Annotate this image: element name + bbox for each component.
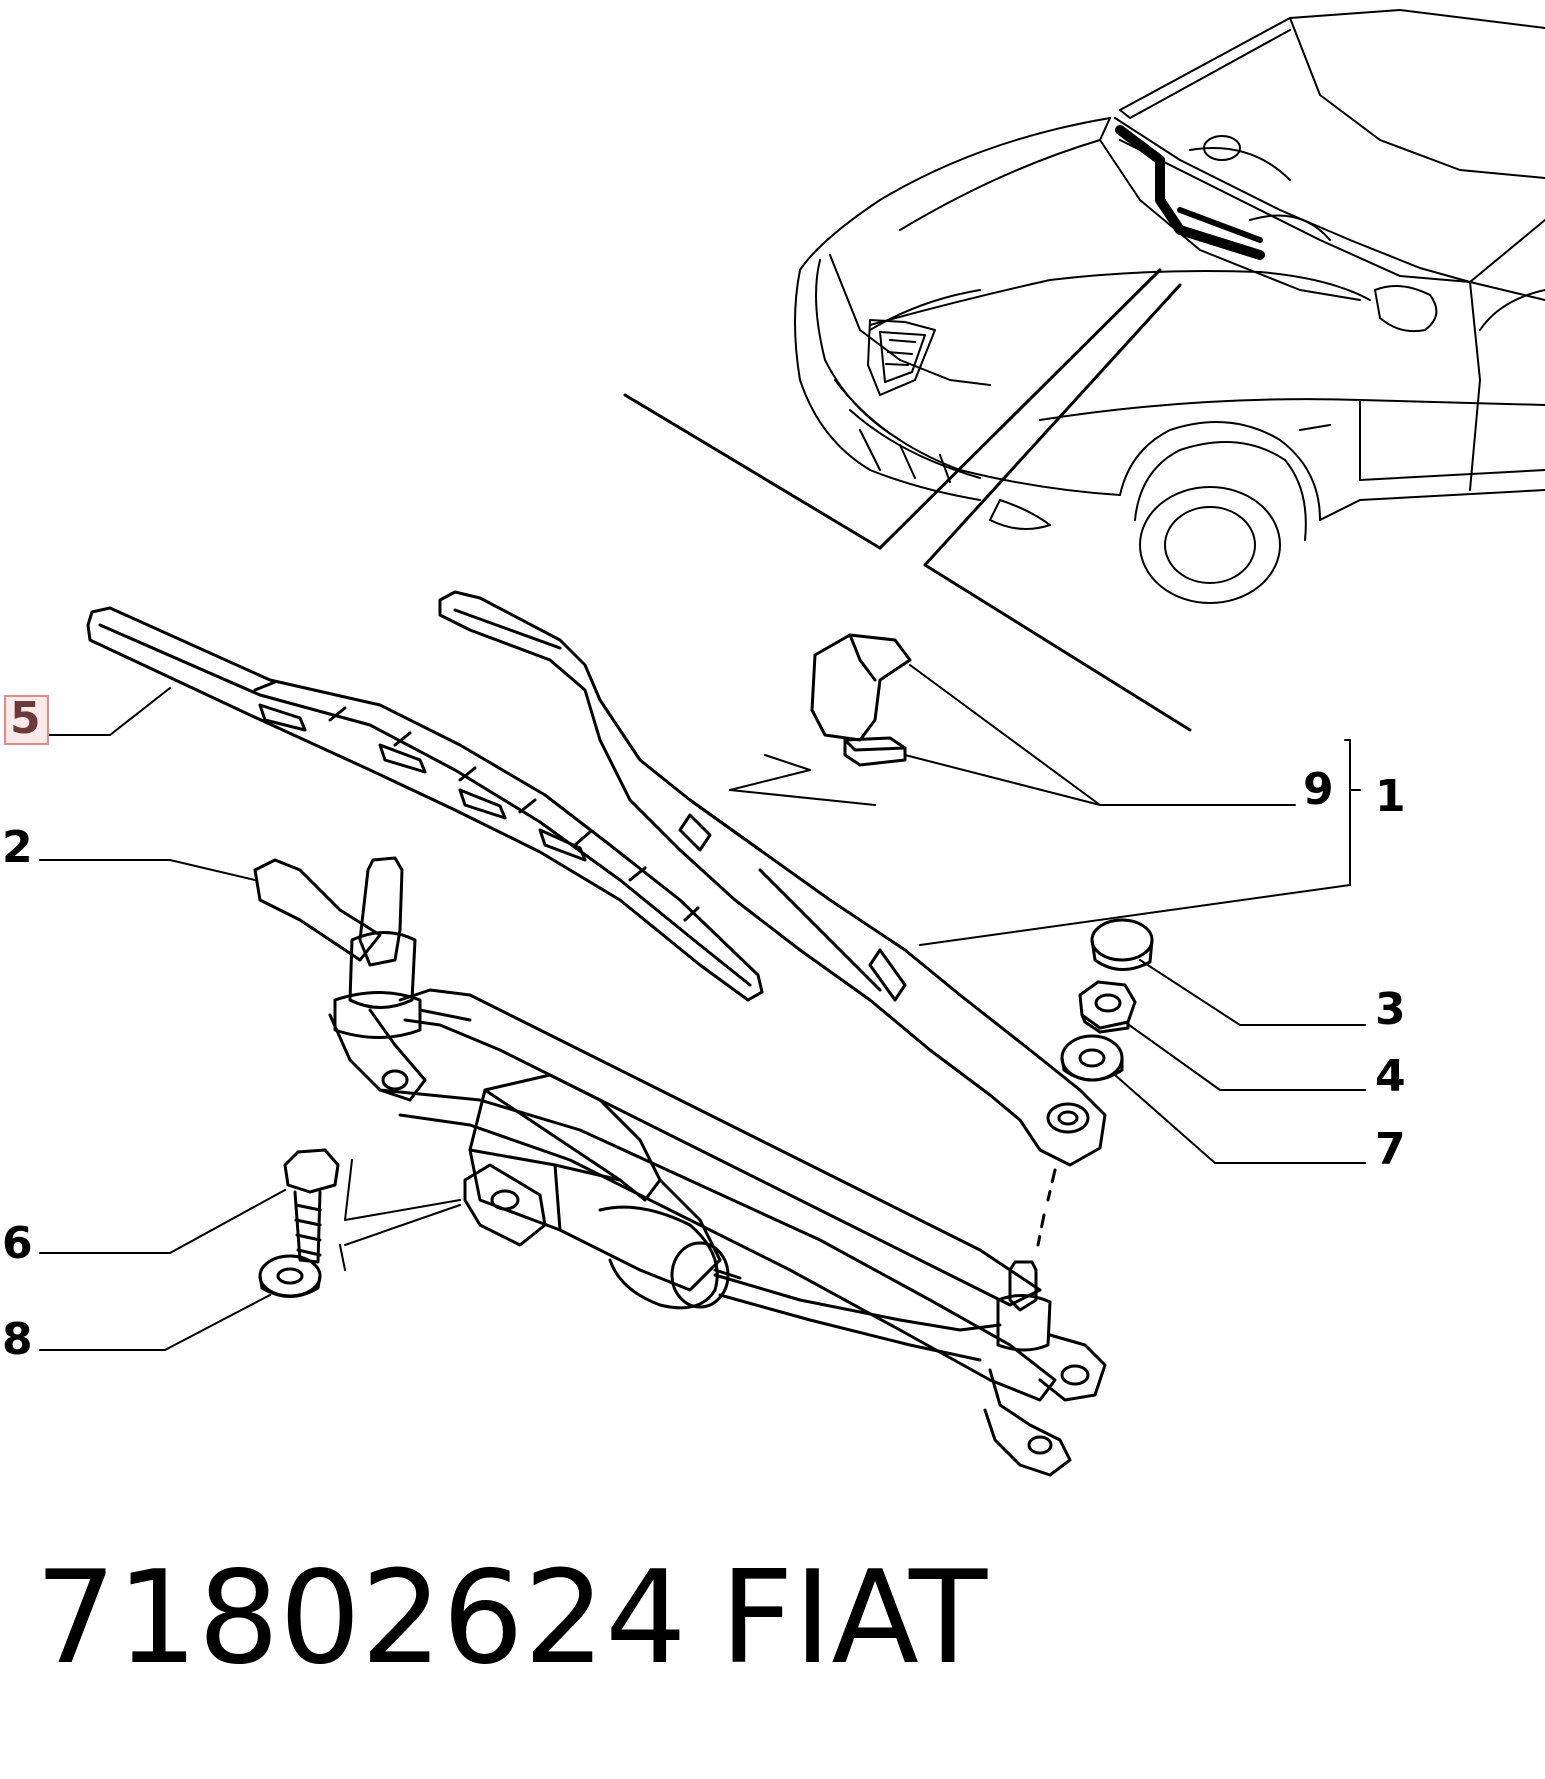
callout-2: 2: [2, 822, 33, 873]
part-number: 71802624: [35, 1544, 687, 1693]
zoom-lines: [623, 268, 1192, 732]
cap-part-3: [1090, 918, 1154, 971]
bolt-part-6: [283, 1148, 340, 1264]
grouping-marks: [339, 754, 876, 1271]
washer-part-7: [1060, 1034, 1124, 1082]
callout-7: 7: [1375, 1124, 1406, 1175]
cap-part-9: [810, 633, 912, 767]
wiper-blade-part-5: [86, 606, 764, 1002]
callout-1: 1: [1375, 771, 1406, 822]
linkage-assembly-part-2: [253, 856, 1107, 1477]
callout-6: 6: [2, 1218, 33, 1269]
callout-leaders: [39, 664, 1366, 1351]
car-illustration: [794, 9, 1545, 604]
callout-3: 3: [1375, 984, 1406, 1035]
callout-4: 4: [1375, 1051, 1406, 1102]
callout-8: 8: [2, 1314, 33, 1365]
nut-part-4: [1078, 980, 1137, 1034]
callout-5: 5: [4, 695, 49, 745]
wiper-arm-part-1: [438, 590, 1107, 1167]
washer-part-8: [258, 1254, 322, 1298]
brand-label: FIAT: [720, 1544, 988, 1693]
callout-9: 9: [1303, 764, 1334, 815]
